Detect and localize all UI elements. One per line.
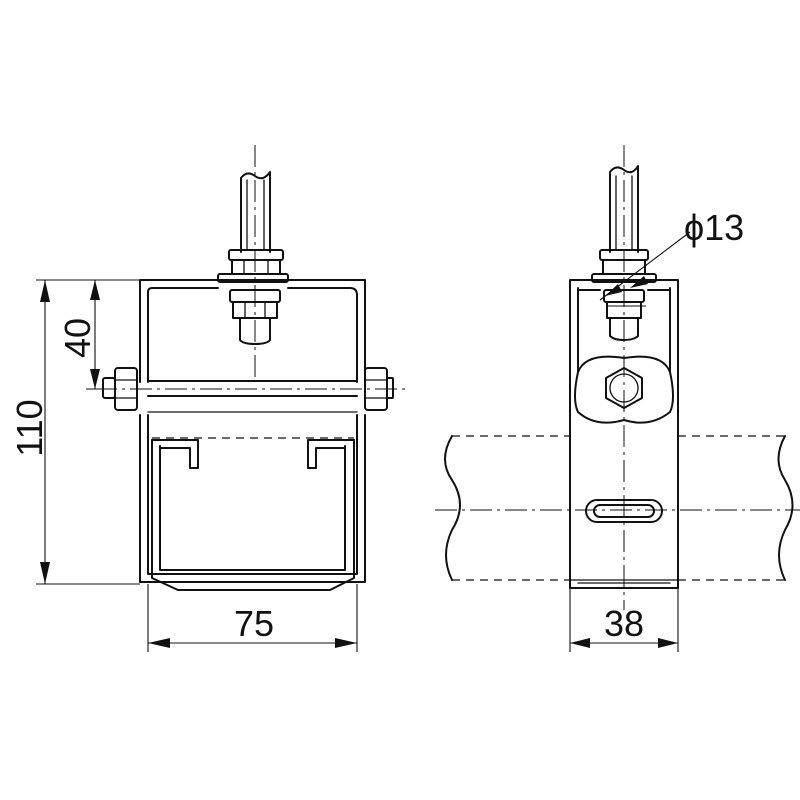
dimension-40: 40	[57, 280, 110, 390]
side-threaded-rod	[609, 165, 639, 253]
dimension-110-label: 110	[9, 399, 50, 456]
front-c-channel	[151, 437, 355, 591]
front-view	[95, 145, 410, 591]
side-view	[435, 145, 800, 610]
dimension-75-label: 75	[234, 603, 274, 644]
rod-diameter-label: ϕ13	[684, 207, 744, 248]
front-threaded-rod	[240, 171, 271, 253]
front-hanger-frame	[139, 279, 366, 583]
dimension-75: 75	[147, 584, 358, 652]
front-top-nut	[217, 249, 289, 283]
dimension-40-label: 40	[57, 318, 98, 358]
dimension-110: 110	[9, 279, 140, 585]
dimension-38: 38	[569, 588, 679, 652]
side-pipe	[435, 435, 800, 581]
dimension-38-label: 38	[604, 603, 644, 644]
dimension-rod-diameter: ϕ13	[599, 207, 744, 307]
